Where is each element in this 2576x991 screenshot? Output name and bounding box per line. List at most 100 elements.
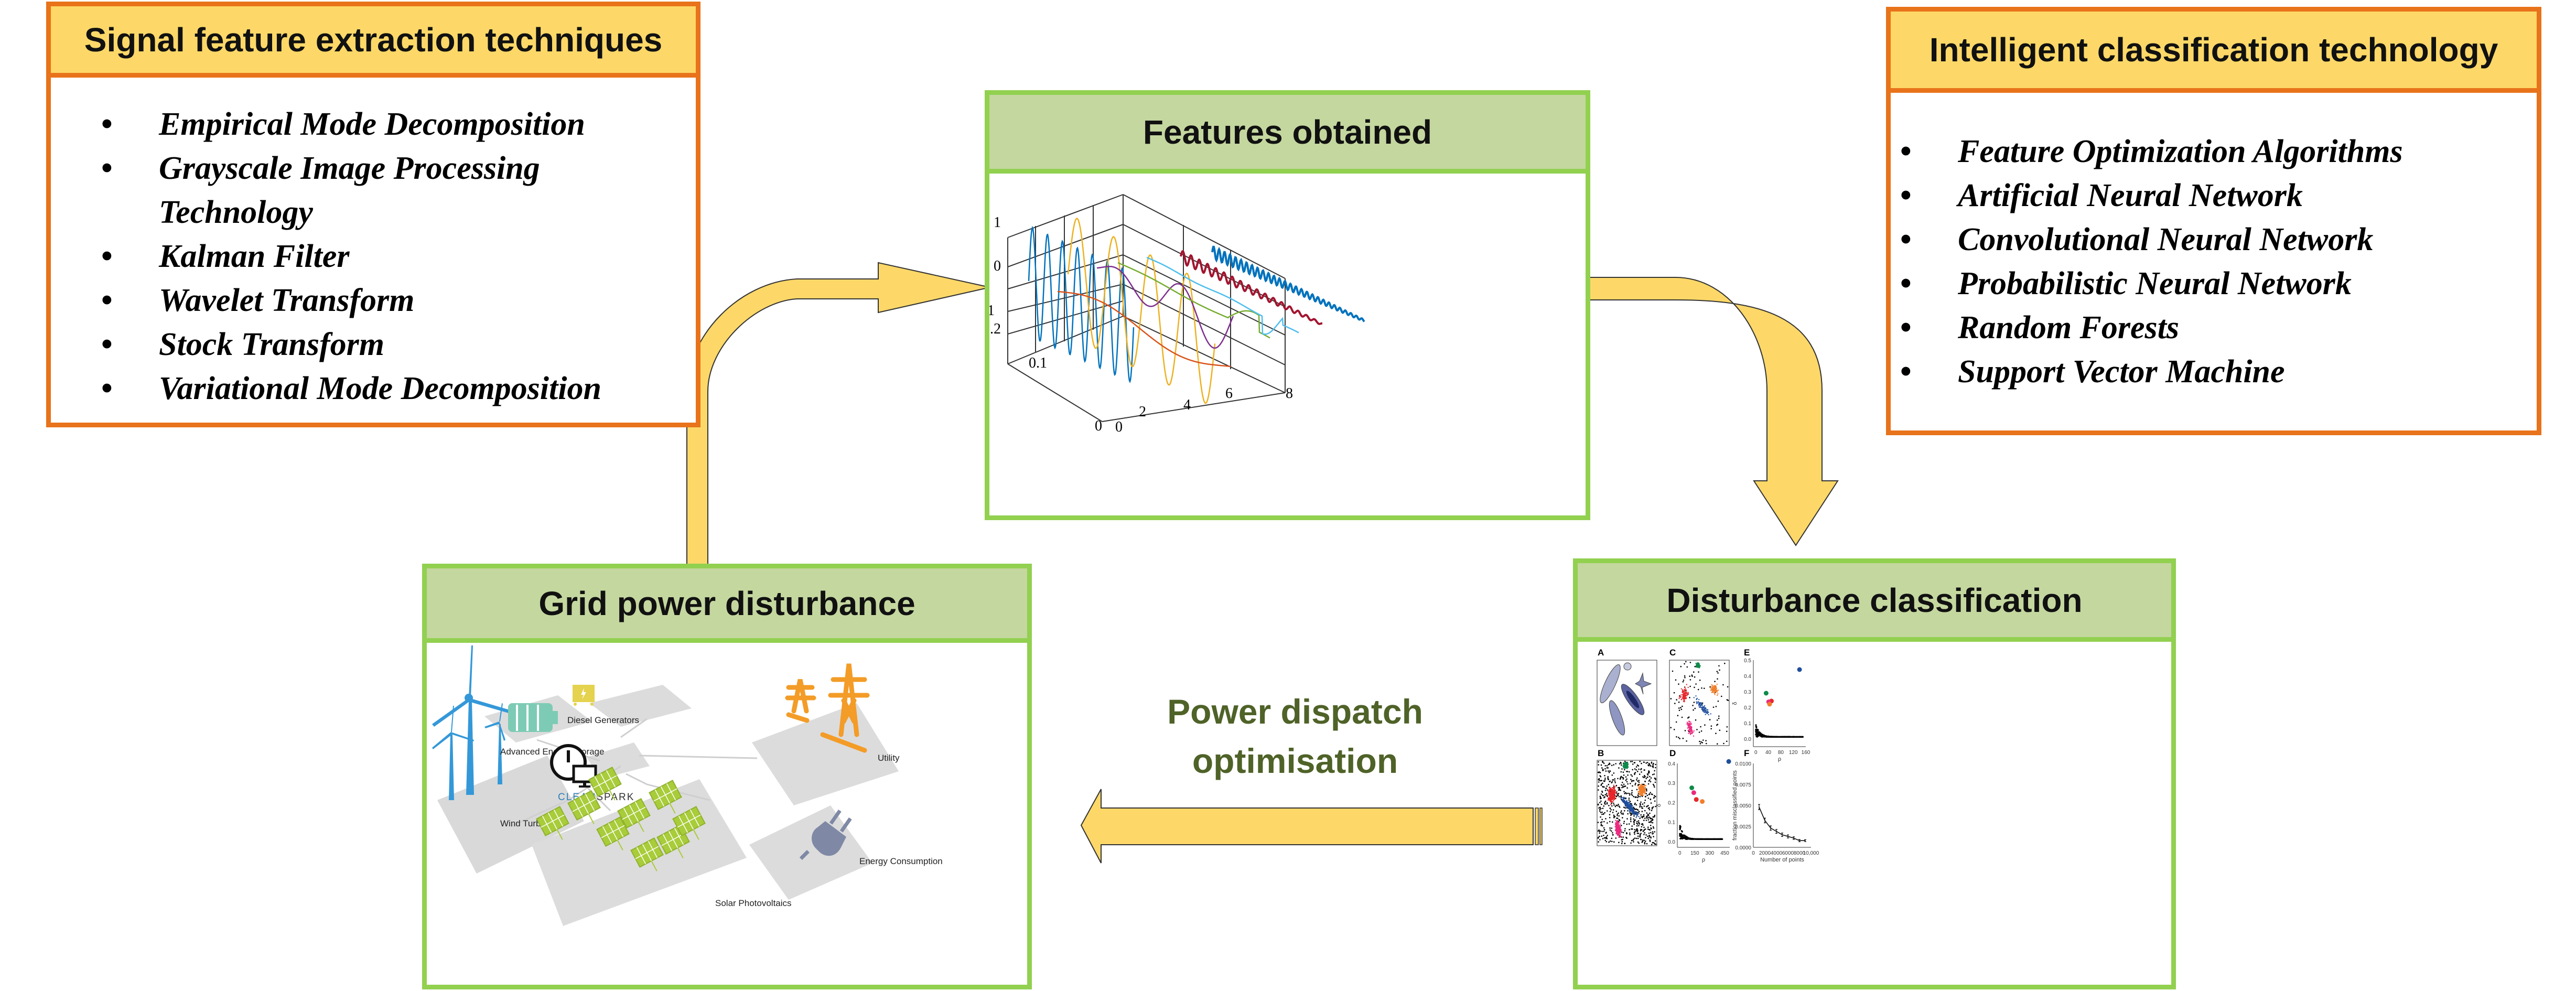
noise-point [1598, 764, 1599, 766]
cluster-point [1687, 724, 1689, 725]
cluster-point [1623, 798, 1625, 799]
noise-point [1629, 771, 1630, 773]
cluster-point [1690, 729, 1691, 731]
bullet-icon: • [1900, 222, 1912, 257]
noise-point [1652, 820, 1653, 821]
noise-point [1689, 679, 1691, 681]
noise-point [1686, 740, 1687, 742]
cluster-point [1625, 764, 1626, 767]
noise-point [1607, 822, 1608, 824]
noise-point [1605, 818, 1607, 820]
noise-point [1689, 675, 1690, 677]
diesel-platform [589, 685, 692, 727]
noise-point [1621, 841, 1623, 843]
noise-point [1723, 742, 1724, 745]
cluster-point [1715, 691, 1716, 693]
noise-point [1709, 719, 1711, 720]
noise-point [1603, 762, 1605, 764]
cluster-point [1680, 698, 1683, 700]
noise-point [1613, 841, 1615, 843]
noise-point [1631, 775, 1633, 777]
noise-point [1629, 828, 1630, 831]
cluster-point [1629, 804, 1630, 806]
noise-point [1637, 820, 1640, 822]
cluster-point [1629, 804, 1631, 806]
arrow-grid-to-features [686, 262, 990, 576]
noise-point [1621, 813, 1622, 815]
noise-point [1676, 699, 1677, 701]
noise-point [1642, 823, 1643, 825]
noise-point [1608, 783, 1610, 785]
noise-point [1608, 770, 1609, 772]
cluster-point [1715, 685, 1717, 687]
noise-point [1604, 803, 1606, 805]
noise-point [1608, 779, 1609, 781]
noise-point [1618, 805, 1620, 807]
cluster-point [1629, 803, 1631, 805]
noise-point [1618, 767, 1620, 769]
cluster-point [1698, 706, 1700, 708]
cluster-point [1684, 693, 1686, 694]
noise-point [1646, 776, 1648, 778]
noise-point [1639, 817, 1641, 819]
cluster-point [1611, 790, 1613, 792]
x-tick-label: 4 [1183, 397, 1191, 413]
noise-point [1609, 829, 1611, 831]
cluster-point [1637, 785, 1639, 787]
bullet-icon: • [101, 283, 113, 318]
noise-point [1616, 817, 1618, 819]
data-point [1716, 838, 1718, 840]
cluster-point [1699, 702, 1700, 704]
panel-a-density [1597, 660, 1657, 746]
bullet-icon: • [1900, 310, 1912, 346]
data-point [1796, 736, 1798, 738]
cluster-point [1690, 727, 1692, 728]
noise-point [1632, 839, 1634, 841]
noise-point [1636, 825, 1638, 827]
cluster-point [1711, 692, 1712, 693]
noise-point [1599, 835, 1600, 837]
noise-point [1727, 686, 1729, 688]
cluster-point [1682, 689, 1684, 691]
noise-point [1631, 825, 1633, 827]
noise-point [1631, 792, 1633, 794]
noise-point [1699, 740, 1700, 742]
cluster-point [1686, 691, 1687, 693]
grid-disturbance-box: Grid power disturbance [422, 564, 1032, 989]
classification-tech-box: Intelligent classification technology •F… [1886, 7, 2541, 435]
cluster-point [1623, 799, 1625, 801]
noise-point [1603, 837, 1605, 839]
cluster-point [1611, 793, 1613, 795]
cluster-center-point [1767, 702, 1772, 707]
list-item: •Artificial Neural Network [1900, 174, 2529, 218]
cluster-point [1635, 817, 1637, 818]
noise-point [1606, 785, 1608, 787]
cluster-point [1618, 836, 1620, 838]
data-point [1780, 736, 1782, 738]
cluster-point [1617, 825, 1619, 827]
cluster-point [1632, 811, 1633, 813]
data-point [1773, 736, 1775, 738]
noise-point [1642, 776, 1644, 778]
noise-point [1611, 827, 1613, 829]
data-point [1706, 838, 1708, 840]
cluster-point [1686, 721, 1688, 723]
cluster-point [1621, 800, 1623, 801]
data-point [1755, 728, 1758, 730]
noise-point [1598, 785, 1599, 787]
cluster-point [1617, 820, 1619, 822]
noise-point [1598, 829, 1600, 831]
cluster-point [1608, 790, 1610, 791]
arrow-classification-to-grid [1080, 789, 1543, 864]
noise-point [1637, 770, 1639, 772]
noise-point [1630, 818, 1632, 821]
signal-series-line [1146, 256, 1299, 335]
noise-point [1647, 817, 1649, 819]
noise-point [1608, 763, 1610, 766]
noise-point [1655, 767, 1656, 769]
noise-point [1678, 707, 1680, 709]
noise-point [1687, 717, 1689, 719]
data-point [1801, 736, 1803, 738]
noise-point [1695, 719, 1697, 721]
